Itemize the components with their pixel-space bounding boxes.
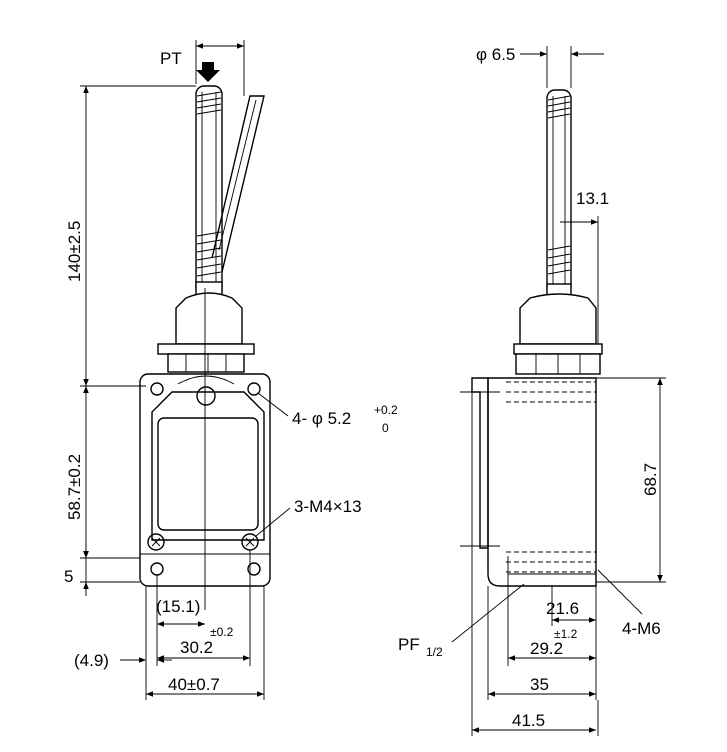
press-arrow-icon — [196, 62, 220, 82]
length-140-label: 140±2.5 — [65, 221, 84, 282]
mount-hole-bottom-right — [247, 562, 261, 576]
front-rod-tilted — [211, 95, 265, 273]
m6-spec-label: 4-M6 — [622, 619, 661, 638]
screw-left — [147, 533, 165, 551]
rod-coil-bottom — [196, 231, 222, 277]
pt-label: PT — [160, 49, 182, 68]
front-body-frame — [151, 391, 265, 541]
dim-30-2-tol: ±0.2 — [210, 625, 234, 639]
center-boss — [196, 386, 216, 406]
pf-label: PF — [398, 635, 420, 654]
hole-tol-lower: 0 — [382, 421, 389, 435]
mount-hole-top-left — [150, 382, 164, 396]
dim-29-2-tol: ±1.2 — [554, 627, 578, 641]
side-mount-tab — [471, 377, 489, 549]
front-flange-lower — [167, 353, 245, 373]
dim-4-9-label: (4.9) — [74, 651, 109, 670]
side-flange — [513, 343, 603, 355]
height-5-label: 5 — [64, 567, 73, 586]
mount-hole-top-right — [247, 382, 261, 396]
screw-spec-label: 3-M4×13 — [294, 497, 362, 516]
side-body — [487, 377, 597, 587]
hole-spec-label: 4- φ 5.2 — [292, 409, 351, 428]
height-68-7-label: 68.7 — [641, 463, 660, 496]
dim-35-label: 35 — [530, 675, 549, 694]
height-58-7-label: 58.7±0.2 — [65, 454, 84, 520]
dim-30-2-label: 30.2 — [180, 638, 213, 657]
phi-6-5-label: φ 6.5 — [476, 45, 515, 64]
side-view: φ 6.5 13.1 68.7 21.6 29.2 ±1.2 4-M6 PF 1… — [398, 45, 666, 736]
front-view: PT 140±2.5 58.7±0.2 5 4- φ 5.2 +0.2 0 3-… — [64, 40, 398, 700]
dim-41-5-label: 41.5 — [512, 711, 545, 730]
rod-coil-top — [196, 91, 222, 115]
hole-tol-upper: +0.2 — [374, 403, 398, 417]
front-cap — [175, 292, 243, 345]
dim-29-2-label: 29.2 — [530, 639, 563, 658]
front-window — [157, 417, 259, 531]
front-flange — [157, 343, 255, 355]
dim-15-1-label: (15.1) — [156, 597, 200, 616]
dim-40-label: 40±0.7 — [168, 675, 220, 694]
dim-21-6-label: 21.6 — [546, 599, 579, 618]
pf-fraction: 1/2 — [426, 645, 443, 659]
side-cap — [519, 293, 597, 345]
dim-13-1-label: 13.1 — [576, 189, 609, 208]
